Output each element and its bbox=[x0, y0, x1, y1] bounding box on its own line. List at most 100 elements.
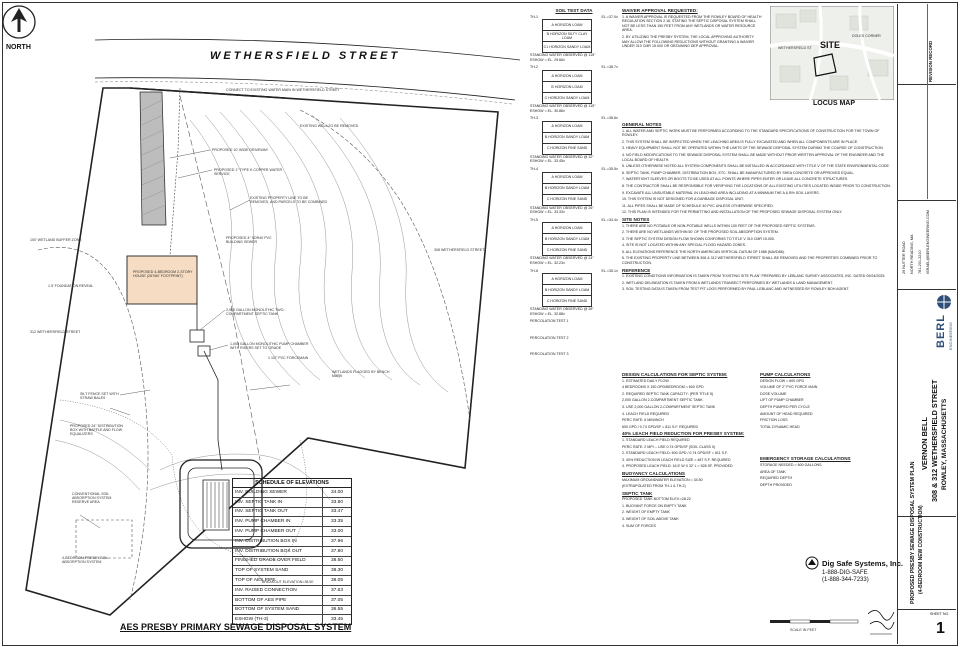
elevations-title: SCHEDULE OF ELEVATIONS bbox=[233, 479, 351, 488]
revision-record-label: REVISION RECORD bbox=[928, 40, 933, 82]
notes-column: WAIVER APPROVAL REQUESTED: 1. A WAIVER A… bbox=[622, 6, 894, 51]
soil-layer: A HORIZON LOAM bbox=[543, 20, 591, 32]
firm-sub: ENGINEERING bbox=[948, 321, 953, 350]
digsafe-block: Dig Safe Systems, Inc. 1-888-DIG-SAFE (1… bbox=[805, 556, 903, 584]
plan-name: PROPOSED PRESBY SEWAGE DISPOSAL SYSTEM P… bbox=[910, 461, 916, 605]
label-pvc-sewer: PROPOSED 4" SDR40 PVC BUILDING SEWER bbox=[226, 236, 272, 244]
soil-layer: A HORIZON LOAM bbox=[543, 274, 591, 286]
perc-tests: PERCOLATION TEST 1 PERCOLATION TEST 2 PE… bbox=[530, 319, 569, 357]
soil-layer: A HORIZON LOAM bbox=[543, 71, 591, 82]
firm-logo-icon bbox=[937, 295, 951, 309]
locus-map-title: LOCUS MAP bbox=[813, 100, 855, 107]
engineer-signature bbox=[867, 610, 895, 635]
calc-section-title: SEPTIC TANK bbox=[622, 490, 653, 496]
calc-section-title: 40% LEACH FIELD REDUCTION FOR PRESBY SYS… bbox=[622, 431, 745, 437]
project-town: ROWLEY, MASSACHUSETTS bbox=[941, 398, 948, 490]
design-calculations: DESIGN CALCULATIONS FOR SEPTIC SYSTEM:1.… bbox=[622, 370, 748, 530]
digsafe-phone-numeric: (1-888-344-7233) bbox=[822, 577, 869, 583]
soil-layer: C HORIZON FINE SAND bbox=[546, 146, 588, 151]
soil-layer: B HORIZON SANDY LOAM bbox=[543, 234, 591, 246]
label-reserve: 4-BEDROOM PRESBY SOIL ABSORPTION SYSTEM bbox=[62, 556, 109, 564]
firm-name: BERL bbox=[935, 314, 947, 348]
label-pump-chamber: 1,000 GALLON MONOLITHIC PUMP CHAMBER WIT… bbox=[230, 342, 309, 350]
soil-layer: B HORIZON SANDY LOAM bbox=[543, 184, 591, 195]
label-dbox: PROPOSED 24" DISTRIBUTION BOX WITH BAFFL… bbox=[70, 424, 123, 436]
soil-layer: C HORIZON FINE SAND bbox=[546, 197, 588, 202]
plan-title: AES PRESBY PRIMARY SEWAGE DISPOSAL SYSTE… bbox=[120, 622, 352, 632]
label-wetland-buffer: 100' WETLAND BUFFER ZONE bbox=[30, 238, 82, 242]
soil-layer: B HORIZON LOAM bbox=[543, 82, 591, 93]
label-lot-308: 308 WETHERSFIELD STREET bbox=[434, 248, 485, 252]
locus-map bbox=[770, 6, 894, 100]
site-plan-drawing bbox=[2, 5, 521, 616]
firm-address-2: NORTH READING, MA bbox=[910, 234, 914, 274]
north-arrow-icon bbox=[2, 5, 36, 39]
client-name: VERNON BELL bbox=[920, 417, 929, 470]
digsafe-logo-icon bbox=[805, 556, 819, 570]
label-forcemain: 1 1/2" PVC FORCEMAIN bbox=[268, 356, 309, 360]
label-conventional: CONVENTIONAL SOIL ABSORPTION SYSTEM RESE… bbox=[72, 492, 112, 504]
table-row: ESHGW (TH-3)33.45 bbox=[235, 615, 343, 625]
soil-layer: C HORIZON FINE SAND bbox=[546, 298, 588, 303]
locus-road-1: DOLES CORNER bbox=[852, 34, 881, 38]
title-block: REVISION RECORD 29 NUTTER ROAD NORTH REA… bbox=[897, 4, 956, 644]
pump-calculations: PUMP CALCULATIONS DESIGN FLOW = 600 GPD … bbox=[760, 372, 851, 487]
calc-section-title: DESIGN CALCULATIONS FOR SEPTIC SYSTEM: bbox=[622, 372, 728, 377]
locus-road-2: WETHERSFIELD ST bbox=[778, 46, 812, 50]
firm-address-3: 781-201-2210 bbox=[918, 250, 922, 274]
soil-layer: C HORIZON SANDY LOAM bbox=[544, 95, 590, 100]
soil-layer: A HORIZON LOAM bbox=[543, 173, 591, 184]
label-house: PROPOSED 4-BEDROOM 2-STORY HOUSE (28'X60… bbox=[133, 270, 193, 278]
firm-address-4: ISRAEL@BERLENGINEERING.COM bbox=[926, 210, 930, 274]
soil-test-title: SOIL TEST DATA bbox=[555, 8, 593, 13]
general-notes: GENERAL NOTES 1. ALL WATER AND SEPTIC WO… bbox=[622, 122, 891, 292]
plan-subtitle: (4-BEDROOM NEW CONSTRUCTION) bbox=[918, 505, 924, 594]
soil-layer: C1 HORIZON SANDY LOAM bbox=[543, 44, 591, 49]
waiver-title: WAIVER APPROVAL REQUESTED: bbox=[622, 8, 698, 13]
label-property-line: EXISTING PROPERTY LINE TO BE REMOVED, AN… bbox=[250, 196, 328, 204]
scale-bar bbox=[770, 619, 859, 624]
label-breakout: BREAKOUT ELEVATION=38.50 bbox=[262, 580, 314, 584]
digsafe-name: Dig Safe Systems, Inc. bbox=[822, 558, 904, 568]
label-foundation: 1.5' FOUNDATION REVEAL bbox=[48, 284, 94, 288]
soil-layer: A HORIZON LOAM bbox=[543, 223, 591, 235]
street-name: WETHERSFIELD STREET bbox=[210, 50, 401, 62]
calc-section-title: BUOYANCY CALCULATIONS bbox=[622, 470, 685, 476]
sheet-label: SHEET NO. bbox=[930, 612, 950, 616]
label-existing-well: EXISTING WELL TO BE REMOVED bbox=[300, 124, 359, 128]
schedule-of-elevations-table: SCHEDULE OF ELEVATIONS INV. BUILDING SEW… bbox=[232, 478, 352, 626]
label-connect-water: CONNECT TO EXISTING WATER MAIN IN WETHER… bbox=[226, 88, 340, 92]
label-wetlands: WETLANDS FLAGGED BY BENCH MARK bbox=[332, 370, 390, 378]
label-copper: PROPOSED 1" TYPE K COPPER WATER SERVICE bbox=[214, 168, 283, 176]
firm-address-1: 29 NUTTER ROAD bbox=[902, 241, 906, 274]
soil-layer: C HORIZON FINE SAND bbox=[546, 248, 588, 253]
soil-layer: A HORIZON LOAM bbox=[543, 122, 591, 133]
sheet-number: 1 bbox=[936, 620, 945, 637]
project-address: 308 & 312 WETHERSFIELD STREET bbox=[930, 379, 939, 502]
north-label: NORTH bbox=[6, 44, 31, 51]
digsafe-phone: 1-888-DIG-SAFE bbox=[822, 570, 868, 576]
label-lot-312: 312 WETHERSFIELD STREET bbox=[30, 330, 81, 334]
label-silt-fence: SILT FENCE SET WITH STRAW BALES bbox=[80, 392, 119, 400]
label-septic-tank: 2,000 GALLON MONOLITHIC TWO-COMPARTMENT … bbox=[226, 308, 285, 316]
label-driveway: PROPOSED 10' WIDE DRIVEWAY bbox=[212, 148, 269, 152]
